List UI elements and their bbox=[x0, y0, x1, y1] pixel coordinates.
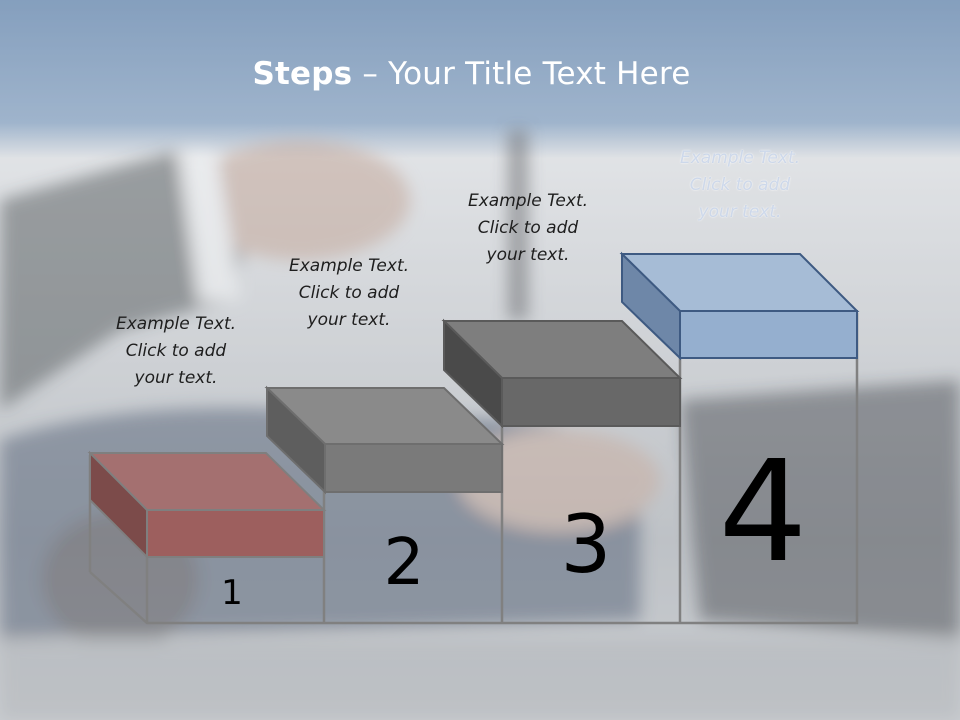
step-4-number: 4 bbox=[718, 431, 807, 594]
step-3-caption[interactable]: Example Text. Click to add your text. bbox=[467, 191, 589, 265]
step-2-number: 2 bbox=[384, 526, 425, 600]
step-2-caption[interactable]: Example Text. Click to add your text. bbox=[288, 256, 410, 330]
step-4-caption[interactable]: Example Text. Click to add your text. bbox=[679, 148, 801, 222]
step-1-caption[interactable]: Example Text. Click to add your text. bbox=[115, 314, 237, 388]
step-3-front bbox=[501, 377, 681, 427]
step-3-number: 3 bbox=[561, 498, 612, 591]
title-bold: Steps bbox=[252, 56, 353, 92]
step-1-front bbox=[146, 509, 325, 558]
step-1-number: 1 bbox=[221, 573, 243, 613]
step-2-front bbox=[324, 443, 503, 493]
step-1-block[interactable] bbox=[87, 450, 327, 560]
slide-title[interactable]: Steps – Your Title Text Here bbox=[0, 56, 943, 92]
step-4-block[interactable] bbox=[619, 251, 860, 361]
step-3-block[interactable] bbox=[441, 318, 683, 429]
step-4-front bbox=[679, 310, 858, 359]
step-2-block[interactable] bbox=[264, 385, 505, 495]
title-rest: – Your Title Text Here bbox=[352, 56, 691, 92]
